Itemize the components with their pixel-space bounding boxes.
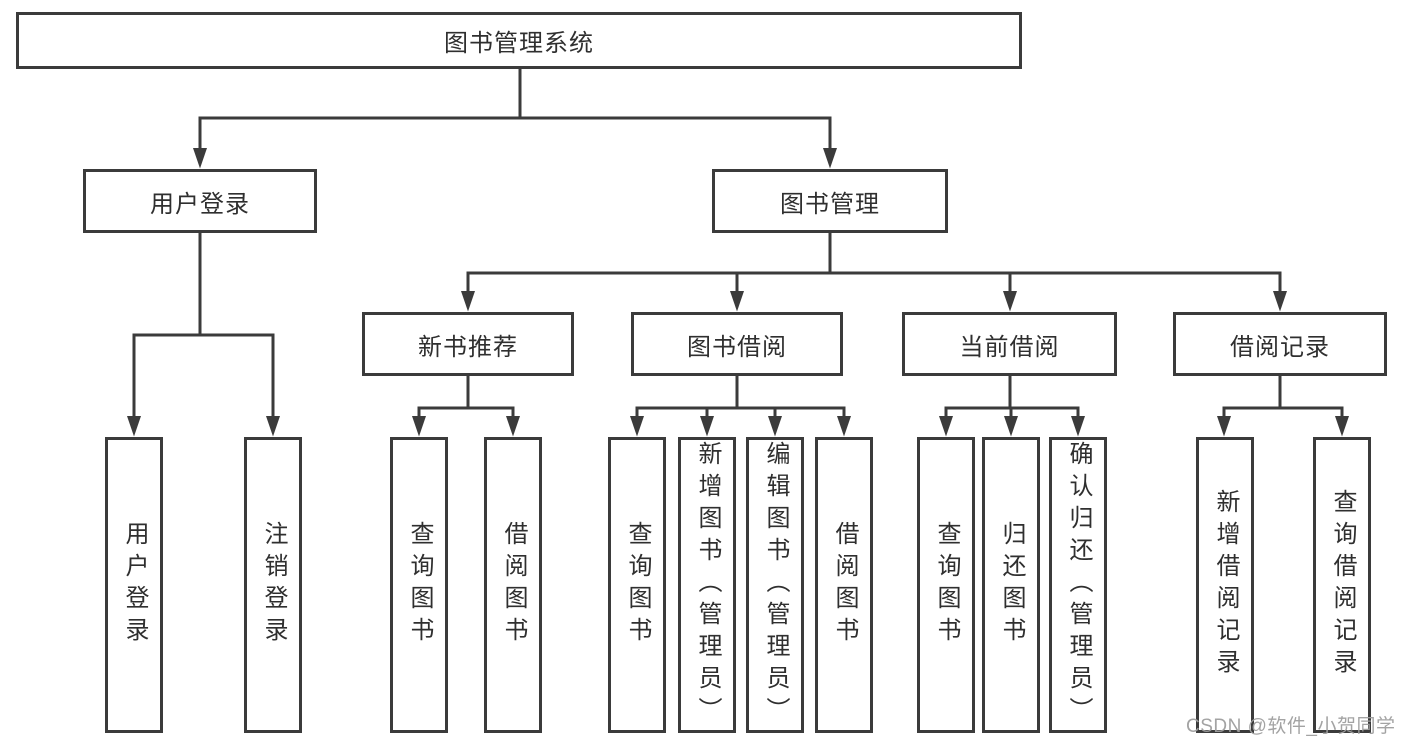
leaf-records-add-record-label: 新增借阅记录: [1212, 489, 1239, 681]
node-book-borrowing: 图书借阅: [631, 312, 843, 376]
node-borrowing-records: 借阅记录: [1173, 312, 1387, 376]
leaf-borrowing-add-books-admin-label: 新增图书（管理员）: [694, 441, 721, 729]
leaf-records-query-record-label: 查询借阅记录: [1329, 489, 1356, 681]
leaf-user-login: 用户登录: [105, 437, 163, 733]
node-root: 图书管理系统: [16, 12, 1022, 69]
node-book-management: 图书管理: [712, 169, 948, 233]
watermark: CSDN @软件_小贺同学: [1186, 716, 1396, 737]
leaf-newbooks-borrow-books-label: 借阅图书: [500, 521, 527, 649]
connector-book-management-to-level3: [461, 233, 1287, 312]
leaf-records-query-record: 查询借阅记录: [1313, 437, 1371, 733]
connector-root-to-level2: [193, 69, 837, 169]
leaf-current-query-books-label: 查询图书: [933, 521, 960, 649]
connector-current-borrowing-to-leaves: [939, 376, 1085, 437]
leaf-logout: 注销登录: [244, 437, 302, 733]
node-user-login: 用户登录: [83, 169, 317, 233]
leaf-current-return-books-label: 归还图书: [998, 521, 1025, 649]
leaf-borrowing-query-books: 查询图书: [608, 437, 666, 733]
leaf-user-login-label: 用户登录: [121, 521, 148, 649]
leaf-current-confirm-return-admin: 确认归还（管理员）: [1049, 437, 1107, 733]
leaf-borrowing-borrow-books-label: 借阅图书: [831, 521, 858, 649]
node-new-book-recommendation: 新书推荐: [362, 312, 574, 376]
leaf-newbooks-query-books: 查询图书: [390, 437, 448, 733]
leaf-borrowing-borrow-books: 借阅图书: [815, 437, 873, 733]
connector-user-login-to-leaves: [127, 233, 280, 437]
leaf-current-confirm-return-admin-label: 确认归还（管理员）: [1065, 441, 1092, 729]
leaf-newbooks-query-books-label: 查询图书: [406, 521, 433, 649]
connector-new-book-recommendation-to-leaves: [412, 376, 520, 437]
leaf-records-add-record: 新增借阅记录: [1196, 437, 1254, 733]
leaf-borrowing-query-books-label: 查询图书: [624, 521, 651, 649]
leaf-newbooks-borrow-books: 借阅图书: [484, 437, 542, 733]
node-current-borrowing: 当前借阅: [902, 312, 1117, 376]
connector-borrowing-records-to-leaves: [1217, 376, 1349, 437]
leaf-borrowing-edit-books-admin-label: 编辑图书（管理员）: [762, 441, 789, 729]
leaf-borrowing-add-books-admin: 新增图书（管理员）: [678, 437, 736, 733]
leaf-borrowing-edit-books-admin: 编辑图书（管理员）: [746, 437, 804, 733]
leaf-current-query-books: 查询图书: [917, 437, 975, 733]
leaf-current-return-books: 归还图书: [982, 437, 1040, 733]
leaf-logout-label: 注销登录: [260, 521, 287, 649]
connector-book-borrowing-to-leaves: [630, 376, 851, 437]
